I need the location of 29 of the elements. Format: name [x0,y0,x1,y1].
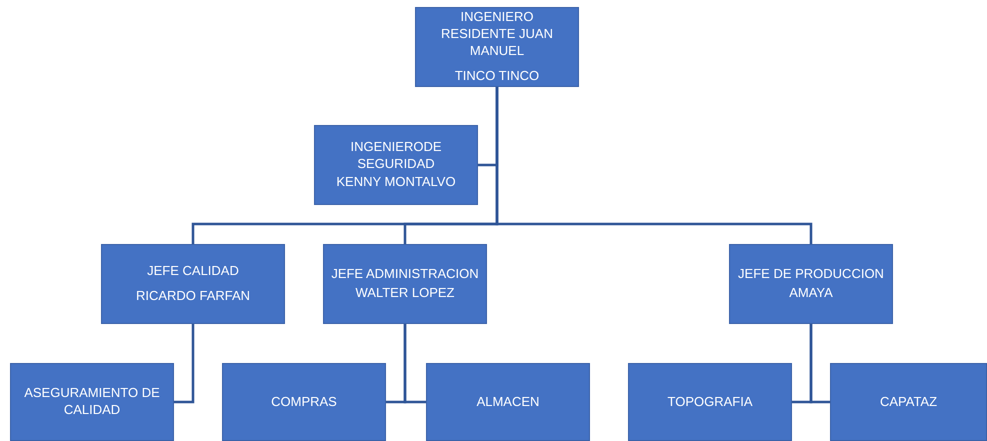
org-box [628,363,792,441]
org-box [314,125,478,205]
org-box [10,363,174,441]
box-text: COMPRAS [271,394,337,410]
org-box [415,7,579,87]
box-text: JEFE DE PRODUCCION [738,266,884,283]
box-text: KENNY MONTALVO [336,174,456,192]
box-text: JEFE CALIDAD [147,263,239,280]
connector-line [174,324,194,404]
org-box [323,244,487,324]
box-text: ALMACEN [476,394,540,410]
connector-line [810,324,830,404]
connector-line [496,87,812,244]
box-text: RICARDO FARFAN [136,288,250,305]
box-text: ASEGURAMIENTO DE CALIDAD [23,385,161,419]
box-text: INGENIERODE SEGURIDAD [349,138,442,172]
org-box [830,363,987,441]
org-box [729,244,893,324]
box-text: JEFE ADMINISTRACION [331,266,479,283]
box-text: TOPOGRAFIA [668,394,752,410]
org-box [222,363,386,441]
org-box [426,363,590,441]
box-text: WALTER LOPEZ [356,285,454,302]
box-text: CAPATAZ [880,394,938,410]
box-text: INGENIERO RESIDENTE JUAN MANUEL [440,9,554,60]
box-text: TINCO TINCO [454,68,540,85]
box-text: AMAYA [789,285,833,302]
org-box [101,244,285,324]
connector-line [404,324,426,404]
